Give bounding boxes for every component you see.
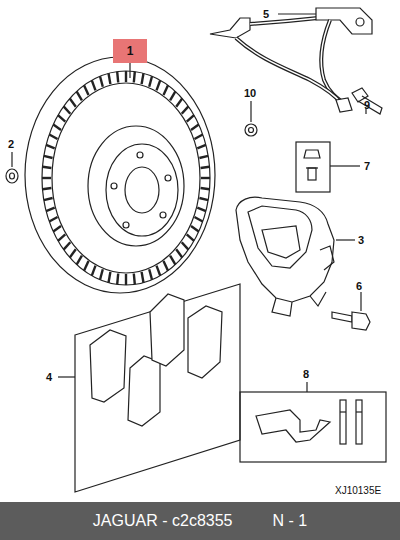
vent-stroke — [134, 274, 135, 285]
vent-stroke — [149, 76, 152, 87]
vent-stroke — [201, 177, 210, 179]
vent-stroke — [176, 249, 182, 257]
vent-stroke — [142, 272, 144, 283]
callout-number: 1 — [127, 44, 134, 58]
footer-band: JAGUAR - c2c8355 N - 1 — [0, 502, 400, 540]
vent-stroke — [164, 85, 169, 95]
brake-disc — [25, 57, 215, 293]
vent-stroke — [43, 188, 52, 189]
vent-stroke — [201, 188, 210, 189]
callout-number: 9 — [364, 100, 370, 111]
vent-stroke — [58, 234, 65, 241]
vent-stroke — [46, 208, 55, 211]
caliper-bolt — [332, 292, 370, 330]
vent-stroke — [100, 76, 103, 87]
washer-hole — [10, 173, 15, 179]
callout-number: 4 — [46, 372, 52, 383]
vent-stroke — [149, 269, 152, 280]
vent-stroke — [170, 91, 175, 100]
vent-stroke — [58, 115, 65, 122]
vent-stroke — [42, 177, 51, 179]
vent-stroke — [92, 80, 96, 90]
vent-stroke — [157, 266, 161, 276]
vent-stroke — [191, 226, 199, 232]
vent-stroke — [43, 167, 52, 168]
bleed-screw-kit — [296, 142, 360, 192]
vent-stroke — [64, 106, 71, 113]
part-reference: JAGUAR - c2c8355 — [93, 512, 233, 530]
leader-line — [250, 101, 251, 122]
vent-stroke — [109, 272, 111, 283]
vent-stroke — [53, 226, 61, 232]
callout-number: 10 — [244, 88, 256, 99]
callout-number: 5 — [263, 9, 269, 20]
brake-caliper — [236, 197, 355, 316]
vent-stroke — [201, 167, 210, 168]
washer — [245, 124, 257, 136]
vent-stroke — [197, 145, 206, 148]
vent-stroke — [44, 156, 53, 158]
vent-stroke — [176, 99, 182, 107]
vent-stroke — [157, 80, 161, 90]
vent-stroke — [142, 73, 144, 84]
vent-stroke — [191, 125, 199, 131]
vent-stroke — [109, 73, 111, 84]
callout-number: 7 — [364, 161, 370, 172]
vent-stroke — [164, 261, 169, 271]
vent-stroke — [170, 256, 175, 265]
washer — [6, 169, 18, 183]
vent-stroke — [182, 242, 189, 249]
callout-number: 2 — [8, 139, 14, 150]
vent-stroke — [84, 261, 89, 271]
vent-stroke — [44, 198, 53, 200]
vent-stroke — [182, 106, 189, 113]
leader-line — [11, 152, 12, 167]
vent-stroke — [92, 266, 96, 276]
vent-stroke — [195, 217, 203, 222]
vent-stroke — [125, 71, 127, 82]
vent-stroke — [195, 135, 203, 140]
vent-stroke — [49, 217, 57, 222]
vent-stroke — [197, 208, 206, 211]
vent-stroke — [117, 72, 118, 83]
vent-stroke — [187, 234, 194, 241]
vent-stroke — [187, 115, 194, 122]
vent-stroke — [70, 249, 76, 257]
washer-hole — [249, 128, 254, 133]
callout-number: 6 — [356, 281, 362, 292]
vent-stroke — [84, 85, 89, 95]
leader-line — [129, 63, 130, 78]
banjo-bolt — [352, 88, 382, 114]
vent-stroke — [70, 99, 76, 107]
highlight-callout: 1 — [113, 39, 147, 63]
vent-stroke — [77, 91, 82, 100]
callout-number: 8 — [303, 369, 309, 380]
vent-stroke — [117, 274, 118, 285]
vent-stroke — [77, 256, 82, 265]
vent-stroke — [49, 135, 57, 140]
vent-stroke — [53, 125, 61, 131]
vent-stroke — [46, 145, 55, 148]
drawing-code: XJ10135E — [335, 486, 381, 496]
brake-pad-set — [58, 284, 240, 492]
vent-stroke — [64, 242, 71, 249]
callout-number: 3 — [358, 235, 364, 246]
vent-stroke — [125, 274, 127, 285]
part-reference: N - 1 — [272, 512, 307, 530]
vent-stroke — [199, 156, 208, 158]
vent-stroke — [134, 72, 135, 83]
vent-stroke — [100, 269, 103, 280]
caliper-hardware-kit — [240, 382, 386, 462]
brake-hose — [210, 8, 372, 112]
vent-stroke — [199, 198, 208, 200]
